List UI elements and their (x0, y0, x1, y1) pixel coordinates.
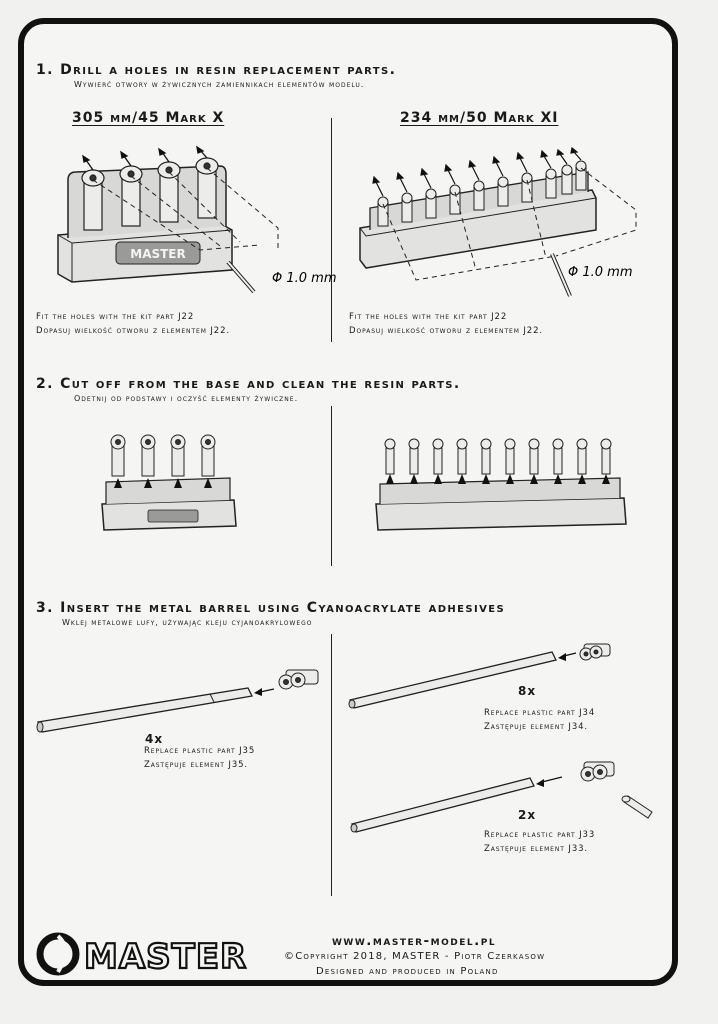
step1-left-note-pl: Dopasuj wielkość otworu z elementem J22. (36, 326, 231, 336)
step2-divider (331, 406, 332, 566)
step1-divider (331, 118, 332, 342)
step1-title: 1. Drill a holes in resin replacement pa… (36, 62, 397, 78)
step3-right-bottom-illustration (350, 761, 653, 833)
step3-right-top-note-en: Replace plastic part J34 (484, 708, 596, 718)
step3-subtitle: Wklej metalowe lufy, używając kleju cyja… (62, 618, 313, 627)
master-logo: MASTER (36, 932, 247, 978)
step3-right-top-note-pl: Zastępuje element J34. (484, 722, 589, 732)
step2-left-illustration (101, 434, 237, 531)
step1-left-drill-label: Φ 1.0 mm (272, 271, 337, 286)
step3-left-note-en: Replace plastic part J35 (144, 746, 256, 756)
step1-right-note-pl: Dopasuj wielkość otworu z elementem J22. (349, 326, 544, 336)
step1-right-heading: 234 mm/50 Mark XI (400, 110, 559, 126)
step3-left-illustration (36, 669, 319, 733)
step3-right-bottom-qty: 2x (518, 808, 537, 822)
step1-left-note-en: Fit the holes with the kit part J22 (36, 312, 195, 322)
footer-designed: Designed and produced in Poland (316, 966, 499, 977)
step3-right-bottom-note-pl: Zastępuje element J33. (484, 844, 589, 854)
footer-url: www.master-model.pl (332, 933, 497, 949)
step1-right-illustration: Φ 1.0 mm (359, 146, 637, 297)
step3-left-qty: 4x (145, 732, 164, 746)
step1-base-logo: MASTER (130, 247, 186, 261)
step3-right-bottom-note-en: Replace plastic part J33 (484, 830, 596, 840)
master-logo-text: MASTER (84, 937, 247, 977)
step1-left-illustration: MASTER Φ 1.0 mm (57, 145, 337, 294)
step1-right-drill-label: Φ 1.0 mm (568, 265, 633, 280)
footer-copyright: ©Copyright 2018, MASTER - Piotr Czerkaso… (284, 951, 546, 962)
step2-right-illustration (375, 438, 627, 531)
step1-subtitle: Wywierć otwory w żywicznych zamiennikach… (74, 80, 365, 89)
step3-divider (331, 634, 332, 896)
step3-right-top-qty: 8x (518, 684, 537, 698)
step3-right-top-illustration (348, 643, 611, 709)
step1-left-heading: 305 mm/45 Mark X (72, 110, 225, 126)
step2-title: 2. Cut off from the base and clean the r… (36, 376, 461, 392)
step3-title: 3. Insert the metal barrel using Cyanoac… (36, 600, 506, 616)
step1-right-note-en: Fit the holes with the kit part J22 (349, 312, 508, 322)
step3-left-note-pl: Zastępuje element J35. (144, 760, 249, 770)
step2-subtitle: Odetnij od podstawy i oczyść elementy ży… (74, 394, 299, 403)
